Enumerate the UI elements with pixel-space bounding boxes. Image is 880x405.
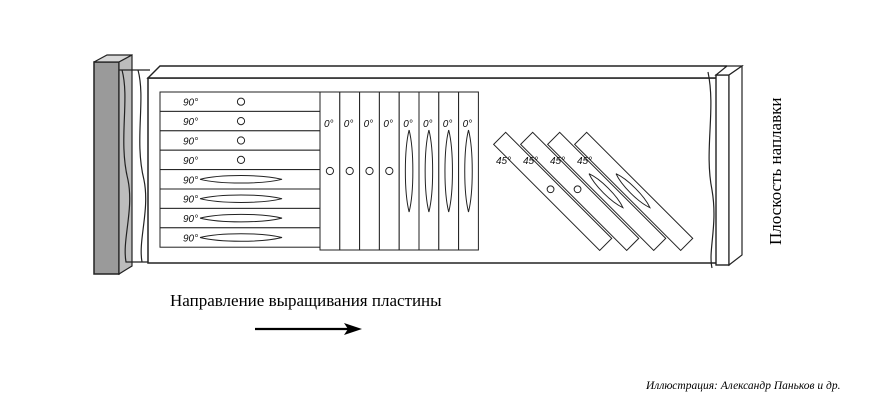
specimen-0-4: 0°	[378, 91, 400, 251]
left-cut-edge	[119, 69, 150, 263]
specimen-0-5: 0°	[398, 91, 420, 251]
specimen-90-label: 90°	[183, 175, 198, 186]
specimen-90-label: 90°	[183, 214, 198, 225]
vertical-specimens: 0° 0° 0° 0° 0° 0° 0° 0°	[319, 91, 479, 251]
end-block-right	[715, 74, 730, 266]
specimen-90-label: 90°	[183, 234, 198, 245]
horizontal-specimens: 90° 90° 90° 90° 90° 90° 90° 90°	[159, 91, 321, 248]
specimen-90-label: 90°	[183, 98, 198, 109]
substrate-block-left	[93, 61, 120, 275]
specimen-90-label: 90°	[183, 117, 198, 128]
specimen-0-7: 0°	[438, 91, 460, 251]
specimen-45-label: 45°	[577, 156, 592, 167]
specimen-0-label: 0°	[324, 119, 334, 130]
specimen-45-4	[573, 131, 694, 252]
end-block-right-side	[728, 64, 743, 267]
growth-direction-label: Направление выращивания пластины	[170, 291, 442, 310]
specimen-0-3: 0°	[359, 91, 380, 251]
specimen-0-8: 0°	[458, 91, 479, 251]
left-cut-inner	[137, 69, 147, 263]
specimen-0-label: 0°	[383, 119, 393, 130]
specimen-90-label: 90°	[183, 156, 198, 167]
specimen-90-label: 90°	[183, 137, 198, 148]
specimen-90-7: 90°	[159, 207, 321, 229]
specimen-0-label: 0°	[344, 119, 354, 130]
specimen-45-label: 45°	[550, 156, 565, 167]
specimen-90-label: 90°	[183, 195, 198, 206]
right-cut-edge	[707, 71, 715, 269]
specimen-0-label: 0°	[403, 119, 413, 130]
specimen-90-4: 90°	[159, 149, 321, 171]
illustration-credit: Иллюстрация: Александр Паньков и др.	[646, 380, 841, 392]
specimen-0-1: 0°	[319, 91, 341, 251]
specimen-45-2	[519, 131, 640, 252]
specimen-45-3	[546, 131, 667, 252]
specimen-0-label: 0°	[463, 119, 473, 130]
specimen-90-8: 90°	[159, 227, 321, 248]
specimen-45-1	[492, 131, 613, 252]
specimen-45-label: 45°	[496, 156, 511, 167]
specimen-90-1: 90°	[159, 91, 321, 112]
specimen-0-label: 0°	[364, 119, 374, 130]
direction-arrow-head	[344, 323, 362, 335]
diagonal-specimens: 45° 45° 45° 45°	[492, 131, 694, 252]
specimen-0-2: 0°	[339, 91, 361, 251]
specimen-90-3: 90°	[159, 130, 321, 151]
specimen-45-label: 45°	[523, 156, 538, 167]
specimen-90-5: 90°	[159, 169, 321, 190]
deposition-plane-label: Плоскость наплавки	[766, 97, 785, 245]
specimen-0-label: 0°	[443, 119, 453, 130]
specimen-90-2: 90°	[159, 110, 321, 132]
specimen-90-6: 90°	[159, 188, 321, 209]
specimen-0-6: 0°	[418, 91, 440, 251]
plate-top-face	[146, 65, 728, 79]
specimen-0-label: 0°	[423, 119, 433, 130]
